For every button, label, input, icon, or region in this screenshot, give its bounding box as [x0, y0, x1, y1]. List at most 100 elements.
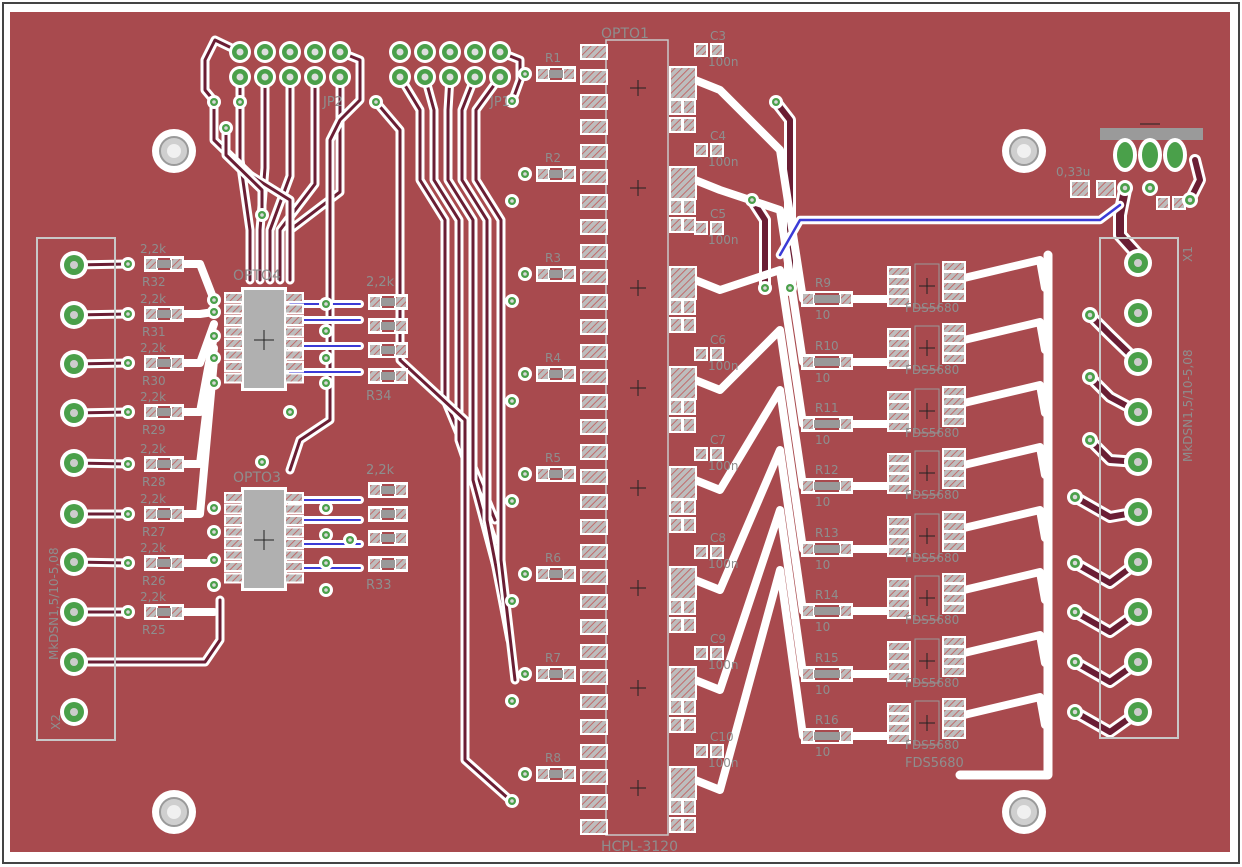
header-pin-drill [421, 48, 429, 56]
trace [958, 253, 1050, 777]
smd-pad [841, 731, 851, 741]
smd-pad [671, 201, 681, 213]
left-resistor-name: R32 [142, 275, 166, 289]
x2-name-label: X2 [49, 714, 63, 730]
regulator-cap-label: 0,33u [1056, 165, 1090, 179]
x2-pin-drill [70, 608, 78, 616]
smd-pad [370, 371, 380, 381]
r33-label: R33 [366, 578, 392, 593]
cap-name: C10 [710, 730, 734, 744]
resistor-body [381, 534, 395, 542]
via-drill [212, 310, 216, 314]
smd-pad [538, 769, 548, 779]
smd-pad [582, 521, 606, 533]
smd-pad [226, 494, 242, 501]
via-drill [126, 561, 130, 565]
smd-pad [226, 551, 242, 559]
via-drill [212, 506, 216, 510]
components: 2,2kR322,2kR312,2kR302,2kR292,2kR282,2kR… [36, 29, 1203, 836]
jp1-label: JP1 [489, 95, 510, 110]
smd-pad [889, 330, 909, 337]
gate-resistor-value: 10 [815, 620, 830, 634]
header-pin-drill [311, 73, 319, 81]
left-resistor-name: R25 [142, 623, 166, 637]
via-drill [324, 506, 328, 510]
trace [446, 75, 507, 602]
smd-pad [582, 146, 606, 158]
input-resistor-name: R3 [545, 251, 561, 265]
smd-pad [696, 648, 706, 658]
smd-pad [671, 501, 681, 513]
via-drill [212, 356, 216, 360]
smd-pad [671, 368, 695, 398]
trace [694, 389, 804, 550]
resistor-body [381, 510, 395, 518]
cap-value: 100n [708, 658, 739, 672]
x2-pin-drill [70, 360, 78, 368]
resistor-body [381, 486, 395, 494]
mosfet-body [914, 388, 940, 434]
smd-pad [538, 269, 548, 279]
smd-pad [538, 669, 548, 679]
smd-pad [226, 505, 242, 513]
smd-pad [712, 648, 722, 658]
x2-pin-drill [70, 658, 78, 666]
via-drill [324, 533, 328, 537]
trace [963, 634, 1046, 664]
trace [694, 269, 804, 425]
via-drill [523, 172, 527, 176]
smd-pad [582, 696, 606, 708]
smd-pad [889, 518, 909, 525]
via-drill [1072, 494, 1078, 500]
via-drill [224, 126, 228, 130]
smd-pad [803, 544, 813, 554]
smd-pad [841, 544, 851, 554]
smd-pad [226, 294, 242, 301]
smd-pad [889, 350, 909, 357]
header-pin-drill [286, 73, 294, 81]
smd-pad [944, 335, 964, 342]
smd-pad [396, 371, 406, 381]
left-resistor-name: R31 [142, 325, 166, 339]
smd-pad [712, 223, 722, 233]
mosfet-part: FDS5680 [905, 551, 959, 565]
smd-pad [889, 538, 909, 545]
smd-pad [944, 480, 964, 487]
smd-pad [671, 519, 681, 531]
header-pin-drill [336, 73, 344, 81]
smd-pad [286, 317, 302, 324]
via-drill [523, 72, 527, 76]
smd-pad [889, 455, 909, 462]
smd-pad [803, 606, 813, 616]
resistor-body [157, 359, 171, 367]
smd-pad [564, 269, 574, 279]
smd-pad [684, 601, 694, 613]
via-drill [238, 100, 242, 104]
left-resistor-name: R30 [142, 374, 166, 388]
input-resistor-name: R5 [545, 451, 561, 465]
via-drill [1122, 185, 1128, 191]
trace [224, 126, 264, 217]
via-drill [523, 272, 527, 276]
trace [460, 75, 512, 642]
smd-pad [286, 494, 302, 501]
gate-resistor-value: 10 [815, 371, 830, 385]
mosfet-bottom-label: FDS5680 [905, 756, 964, 771]
trace [694, 509, 804, 691]
smd-pad [889, 288, 909, 295]
header-pin-drill [336, 48, 344, 56]
trace [694, 449, 804, 612]
trace [203, 38, 242, 104]
via-drill [523, 472, 527, 476]
smd-pad [582, 246, 606, 258]
header-pin-drill [446, 73, 454, 81]
mosfet-body [914, 450, 940, 496]
cap-name: C9 [710, 632, 726, 646]
smd-pad [696, 349, 706, 359]
smd-pad [712, 547, 722, 557]
smd-pad [671, 68, 695, 98]
smd-pad [684, 319, 694, 331]
mosfet-part: FDS5680 [905, 676, 959, 690]
smd-pad [684, 101, 694, 113]
